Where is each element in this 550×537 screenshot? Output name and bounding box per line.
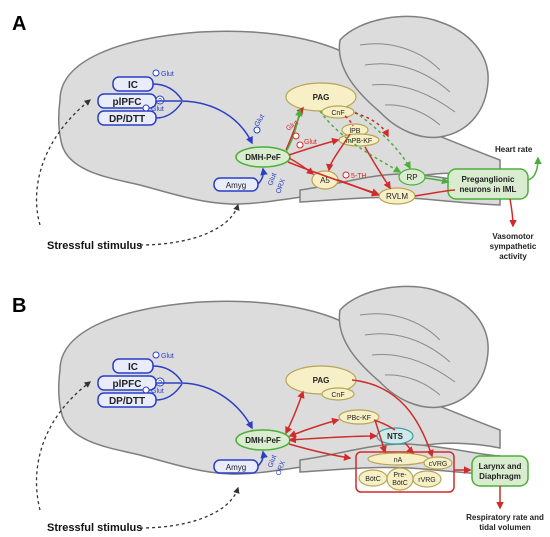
glut-amyg-b: Glut: [267, 454, 278, 469]
plus-icon: [152, 69, 160, 77]
rvrg-node: [412, 470, 442, 488]
na-label: nA: [394, 457, 403, 464]
resp-line2: tidal volumen: [479, 523, 531, 532]
stress-arrows-a: [35, 99, 240, 246]
panel-b-letter: B: [12, 295, 26, 317]
minus-icon: [292, 132, 300, 140]
botc-label: BötC: [365, 476, 381, 483]
glut-top-b: Glut: [161, 353, 174, 360]
preganglionic-line2: neurons in IML: [460, 185, 517, 194]
amyg-to-dmh-b: [257, 450, 268, 467]
rvrg-label: rVRG: [418, 477, 436, 484]
dmh-label-b: DMH-PeF: [245, 436, 281, 445]
rp-node: [398, 168, 426, 186]
rvlm-label: RVLM: [386, 192, 408, 201]
a5-label: A5: [320, 176, 330, 185]
plus-icon: [152, 351, 160, 359]
heart-rate-label: Heart rate: [495, 145, 533, 154]
pbckf-label: PBc-KF: [347, 415, 371, 422]
nts-label: NTS: [387, 432, 404, 441]
cnf-node: [321, 105, 355, 119]
pag-label-b: PAG: [313, 376, 330, 385]
vasomotor-line1: Vasomotor: [492, 232, 533, 241]
prebotc-line1: Pre-: [393, 472, 407, 479]
question-icon: [155, 95, 165, 105]
cnf-to-rvlm: [354, 112, 389, 138]
respiratory-group-box: [355, 451, 455, 493]
amyg-box: [213, 177, 259, 192]
ic-label: IC: [128, 80, 138, 91]
brain-cerebellum-b: [338, 285, 489, 409]
mpb-label: mPB-KF: [346, 138, 372, 145]
pbckf-node: [338, 409, 380, 425]
cvrg-label: cVRG: [429, 461, 448, 468]
vasomotor-line2: sympathetic: [490, 242, 537, 251]
glut-amyg-label: Glut: [267, 172, 278, 187]
cvrg-node: [423, 456, 453, 470]
glut-mid-b: Glut: [151, 388, 164, 395]
rp-label: RP: [406, 173, 417, 182]
panel-b: B IC plPFC DP/DTT Glut ? Glut DMH-PeF: [12, 285, 544, 534]
panel-a-letter: A: [12, 13, 26, 35]
larynx-line2: Diaphragm: [479, 472, 521, 481]
orx-amyg-label: ORX: [275, 178, 287, 195]
orx-amyg-b: ORX: [275, 460, 287, 477]
minus-icon: [296, 141, 304, 149]
plpfc-label-b: plPFC: [113, 379, 142, 390]
lpb-label: lPB: [350, 128, 361, 135]
dpdtt-label: DP/DTT: [109, 114, 145, 125]
brain-cerebrum-a: [57, 30, 501, 205]
green-pathways-a: [285, 108, 542, 185]
plus-icon: [142, 104, 150, 112]
dmh-label: DMH-PeF: [245, 153, 281, 162]
dpdtt-label-b: DP/DTT: [109, 396, 145, 407]
cnf-label: CnF: [331, 110, 344, 117]
brain-cerebellum-a: [338, 15, 489, 139]
preganglionic-box: [447, 168, 529, 200]
plus-icon: [253, 126, 261, 134]
red-pathways-b: [285, 379, 504, 510]
prebotc-line2: BötC: [392, 480, 408, 487]
glut-label-top: Glut: [161, 71, 174, 78]
amyg-to-dmh: [257, 167, 268, 185]
cnf-to-lpb: [344, 115, 354, 127]
cnf-label-b: CnF: [331, 392, 344, 399]
cerebellum-folia-a: [359, 43, 456, 126]
resp-line1: Respiratory rate and: [466, 513, 544, 522]
preganglionic-line1: Preganglionic: [462, 175, 515, 184]
amyg-label-b: Amyg: [226, 463, 246, 472]
cortical-projections-a: [152, 83, 253, 145]
glut-label-mid: Glut: [151, 106, 164, 113]
plpfc-label: plPFC: [113, 97, 142, 108]
dmh-node: [235, 146, 291, 168]
stress-arrows-b: [35, 381, 240, 529]
amyg-box-b: [213, 459, 259, 474]
stress-label-b: Stressful stimulus: [47, 522, 142, 534]
larynx-line1: Larynx and: [479, 462, 522, 471]
cerebellum-folia-b: [359, 313, 456, 396]
pag-node: [285, 82, 357, 112]
stress-label-a: Stressful stimulus: [47, 240, 142, 252]
minus-icon: [342, 171, 350, 179]
glut-r2-label: Glut: [304, 139, 317, 146]
cnf-node-b: [321, 387, 355, 401]
larynx-box: [471, 455, 529, 487]
ht-label: 5-TH: [351, 173, 367, 180]
cortical-projections-b: [152, 365, 253, 430]
question-icon: [155, 377, 165, 387]
plus-icon: [142, 386, 150, 394]
panel-a: A IC plPFC DP/DTT Glut ? Glut: [12, 13, 542, 261]
vasomotor-line3: activity: [499, 252, 527, 261]
amyg-label: Amyg: [226, 181, 246, 190]
ic-label-b: IC: [128, 362, 138, 373]
pag-label: PAG: [313, 93, 330, 102]
